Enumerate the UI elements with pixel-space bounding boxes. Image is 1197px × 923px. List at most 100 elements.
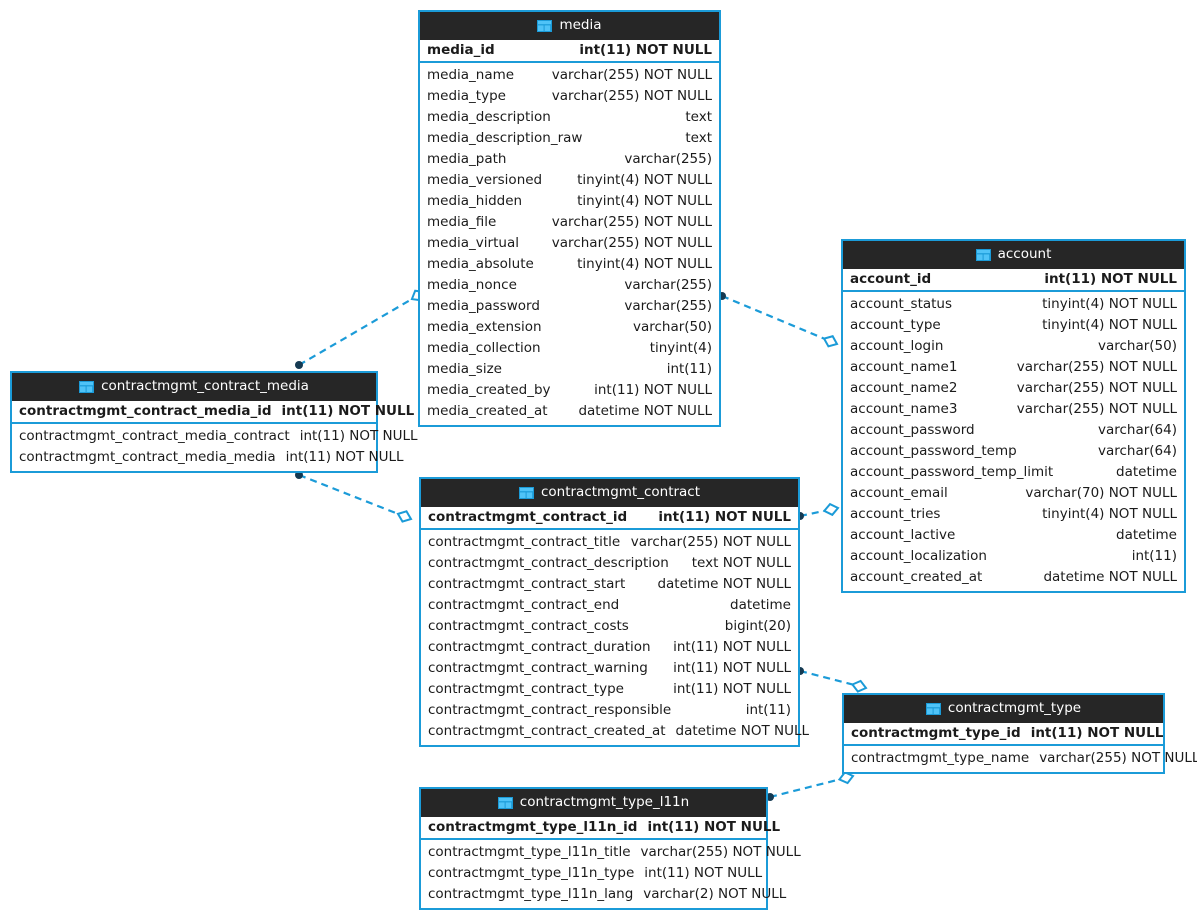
entity-header-account[interactable]: account — [843, 241, 1184, 269]
column-name: account_created_at — [850, 569, 983, 585]
entity-header-media[interactable]: media — [420, 12, 719, 40]
column-type: int(11) NOT NULL — [285, 449, 404, 465]
column-row[interactable]: media_created_by int(11) NOT NULL — [420, 380, 719, 401]
entity-header-contractmgmt_type[interactable]: contractmgmt_type — [844, 695, 1163, 723]
column-name: account_password — [850, 422, 975, 438]
column-name: media_extension — [427, 319, 542, 335]
entity-title: contractmgmt_contract_media — [101, 378, 309, 394]
column-name: media_absolute — [427, 256, 534, 272]
column-type: tinyint(4) NOT NULL — [1042, 317, 1177, 333]
column-type: varchar(50) — [1097, 338, 1177, 354]
entity-title: account — [997, 246, 1052, 262]
column-type: int(11) — [666, 361, 712, 377]
column-type: varchar(255) NOT NULL — [551, 88, 712, 104]
column-name: media_collection — [427, 340, 541, 356]
relationship-contract-to-type — [796, 667, 868, 693]
entity-table-contractmgmt_contract_media[interactable]: contractmgmt_contract_media contractmgmt_… — [10, 371, 418, 473]
column-type: int(11) NOT NULL — [594, 382, 712, 398]
column-row[interactable]: media_nonce varchar(255) — [420, 275, 719, 296]
column-type: varchar(255) — [624, 151, 712, 167]
table-icon — [79, 380, 95, 393]
column-row[interactable]: media_collection tinyint(4) — [420, 338, 719, 359]
entity-header-contractmgmt_type_l11n[interactable]: contractmgmt_type_l11n — [421, 789, 766, 817]
column-type: text NOT NULL — [691, 555, 791, 571]
column-type: varchar(2) NOT NULL — [643, 886, 787, 902]
column-row[interactable]: account_created_at datetime NOT NULL — [843, 567, 1184, 588]
column-name: media_description_raw — [427, 130, 583, 146]
column-name: media_description — [427, 109, 551, 125]
table-icon — [537, 19, 553, 32]
column-name: media_nonce — [427, 277, 517, 293]
column-name: contractmgmt_contract_description — [428, 555, 669, 571]
column-type: varchar(255) NOT NULL — [1016, 359, 1177, 375]
column-type: varchar(255) — [624, 298, 712, 314]
column-type: varchar(255) — [624, 277, 712, 293]
column-name: contractmgmt_type_l11n_title — [428, 844, 631, 860]
column-type: varchar(255) NOT NULL — [640, 844, 801, 860]
column-name: contractmgmt_type_name — [851, 750, 1030, 766]
column-row[interactable]: contractmgmt_type_l11n_title varchar(255)… — [421, 842, 801, 863]
entity-header-contractmgmt_contract_media[interactable]: contractmgmt_contract_media — [12, 373, 376, 401]
entity-header-contractmgmt_contract[interactable]: contractmgmt_contract — [421, 479, 798, 507]
column-type: datetime NOT NULL — [1043, 569, 1177, 585]
column-type: tinyint(4) — [649, 340, 712, 356]
column-name: media_created_by — [427, 382, 551, 398]
column-row[interactable]: contractmgmt_contract_description text NO… — [421, 553, 798, 574]
